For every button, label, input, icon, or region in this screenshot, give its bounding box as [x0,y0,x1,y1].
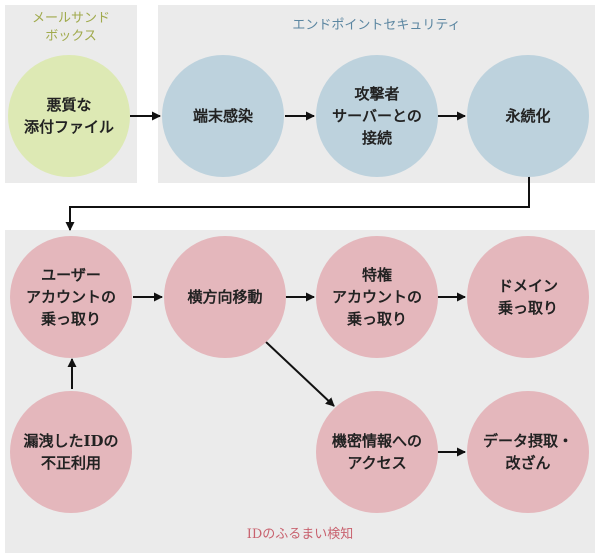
mail-sandbox-label: メールサンド ボックス [31,11,110,44]
endpoint-security-label: エンドポイントセキュリティ [292,18,461,33]
node-c2-connection: 攻撃者 サーバーとの 接続 [316,55,438,177]
node-leaked-id-misuse: 漏洩したIDの 不正利用 [10,391,132,513]
node-privileged-account-takeover: 特権 アカウントの 乗っ取り [316,236,438,358]
node-domain-takeover: ドメイン 乗っ取り [467,236,589,358]
node-sensitive-info-access: 機密情報への アクセス [316,391,438,513]
node-lateral-movement: 横方向移動 [164,236,286,358]
node-malicious-attachment: 悪質な 添付ファイル [8,55,130,177]
node-data-theft-tampering: データ摂取・ 改ざん [467,391,589,513]
id-behavior-label: IDのふるまい検知 [246,527,354,542]
node-persistence: 永続化 [467,55,589,177]
node-device-infection: 端末感染 [162,55,284,177]
arrow-persistence-to-user-takeover [65,176,530,231]
node-user-account-takeover: ユーザー アカウントの 乗っ取り [10,236,132,358]
